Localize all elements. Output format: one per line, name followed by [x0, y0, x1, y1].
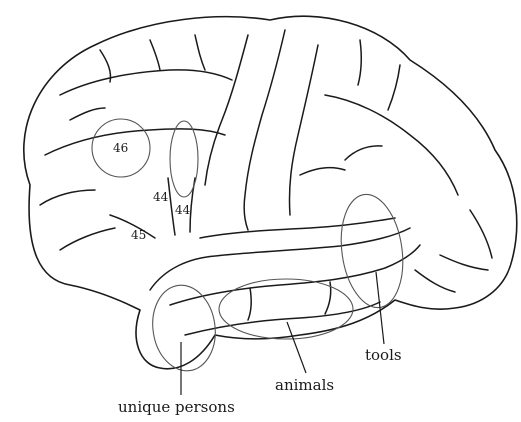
- unique-persons-label: unique persons: [118, 398, 235, 416]
- area-45-label: 45: [131, 228, 146, 242]
- area-46-label: 46: [113, 141, 128, 155]
- area-44-right-label: 44: [175, 203, 191, 217]
- tools-label: tools: [365, 346, 402, 364]
- area-44-left-label: 44: [153, 190, 169, 204]
- animals-label: animals: [275, 376, 334, 394]
- brain-outline: [24, 16, 517, 369]
